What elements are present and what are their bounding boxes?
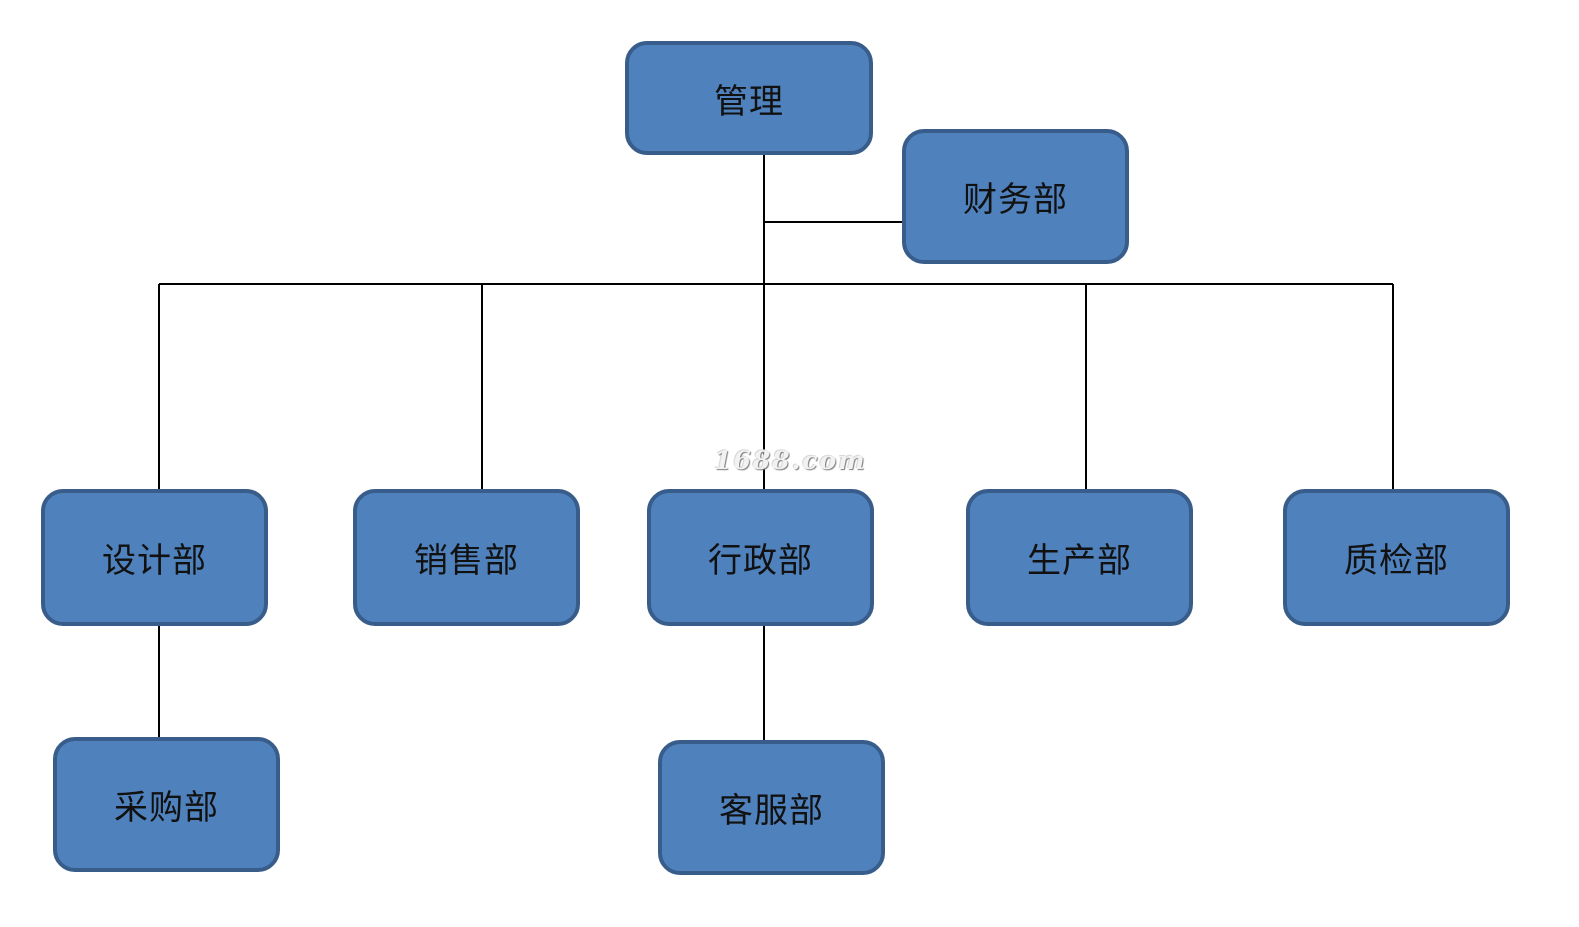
node-finance: 财务部 xyxy=(902,129,1129,264)
node-admin: 行政部 xyxy=(647,489,874,626)
node-sales: 销售部 xyxy=(353,489,580,626)
node-quality: 质检部 xyxy=(1283,489,1510,626)
node-customer-service-label: 客服部 xyxy=(719,791,824,831)
node-management-label: 管理 xyxy=(714,81,784,122)
node-quality-label: 质检部 xyxy=(1344,541,1449,581)
node-purchasing: 采购部 xyxy=(53,737,280,872)
node-sales-label: 销售部 xyxy=(414,541,519,581)
watermark-text: 1688.com xyxy=(714,446,867,475)
node-design: 设计部 xyxy=(41,489,268,626)
node-customer-service: 客服部 xyxy=(658,740,885,875)
node-production: 生产部 xyxy=(966,489,1193,626)
node-admin-label: 行政部 xyxy=(708,541,813,581)
node-purchasing-label: 采购部 xyxy=(114,788,219,828)
node-production-label: 生产部 xyxy=(1027,541,1132,581)
node-management: 管理 xyxy=(625,41,873,155)
node-finance-label: 财务部 xyxy=(963,180,1068,220)
node-design-label: 设计部 xyxy=(102,541,207,581)
